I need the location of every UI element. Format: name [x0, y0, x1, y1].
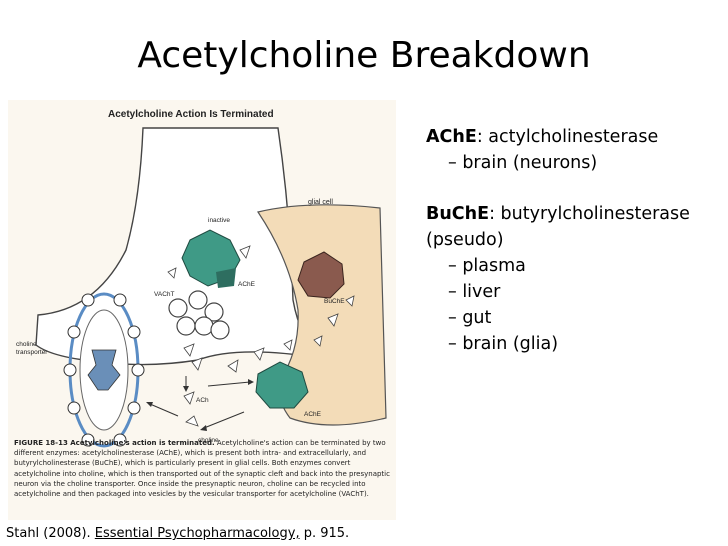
citation: Stahl (2008). Essential Psychopharmacolo… — [6, 525, 349, 543]
figure-caption-text: Acetylcholine's action can be terminated… — [14, 439, 390, 499]
buche-sub-gut: – gut — [448, 308, 492, 328]
figure-heading: Acetylcholine Action Is Terminated — [108, 109, 274, 120]
ache-term: AChE — [426, 127, 477, 147]
ache-sub-brain: – brain (neurons) — [448, 153, 598, 173]
ach-label: ACh — [196, 397, 209, 404]
buche-enzyme — [297, 251, 345, 299]
choline-transporter-label-2: transporter — [16, 349, 48, 356]
glial-cell-label: glial cell — [308, 199, 333, 206]
figure-caption: FIGURE 18-13 Acetylcholine's action is t… — [14, 438, 390, 499]
transporter-protein — [87, 349, 121, 391]
buche-sub-plasma: – plasma — [448, 256, 526, 276]
enzyme-bullet-list: AChE: actylcholinesterase – brain (neuro… — [426, 124, 726, 357]
inactive-label: inactive — [208, 217, 230, 224]
citation-book-title: Essential Psychopharmacology, — [94, 526, 300, 541]
buche-item: BuChE: butyrylcholinesterase (pseudo) — [426, 201, 726, 253]
vesicles — [168, 290, 230, 340]
buche-sub-liver: – liver — [448, 282, 501, 302]
slide-title: Acetylcholine Breakdown — [137, 35, 591, 76]
choline-molecule — [185, 415, 199, 427]
buche-sub-brain-glia: – brain (glia) — [448, 334, 559, 354]
buche-label: BuChE — [324, 298, 345, 305]
arrow-heads — [146, 379, 254, 431]
vacht-label: VAChT — [154, 291, 174, 298]
citation-suffix: p. 915. — [299, 526, 350, 541]
flow-arrows — [149, 376, 251, 429]
buche-term: BuChE — [426, 204, 490, 224]
ache-item: AChE: actylcholinesterase — [426, 124, 726, 150]
choline-label: choline — [198, 437, 219, 444]
transporter-nodes — [63, 293, 145, 447]
ach-molecules — [167, 245, 355, 405]
ache-definition: : actylcholinesterase — [476, 127, 659, 147]
synapse-diagram: Acetylcholine Action Is Terminated glial… — [16, 109, 387, 448]
presynaptic-neuron — [35, 127, 326, 366]
buche-definition: : butyrylcholinesterase (pseudo) — [426, 204, 690, 250]
figure-caption-label: FIGURE 18-13 Acetylcholine's action is t… — [14, 439, 215, 447]
textbook-figure: Acetylcholine Action Is Terminated glial… — [8, 100, 396, 520]
ache-enzyme-outer — [255, 361, 309, 409]
citation-prefix: Stahl (2008). — [6, 526, 95, 541]
ache-inner-lobe — [216, 268, 236, 288]
choline-transporter-label-1: choline — [16, 341, 37, 348]
ache-outer-label: AChE — [304, 411, 322, 418]
ache-inner-label: AChE — [238, 281, 256, 288]
